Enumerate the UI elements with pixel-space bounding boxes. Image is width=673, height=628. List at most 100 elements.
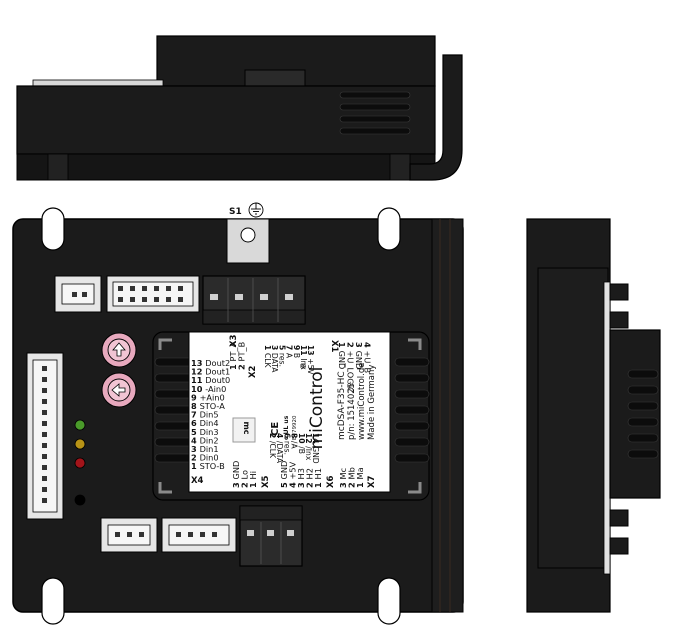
x5-pin-row: 1 Hi bbox=[248, 471, 258, 488]
x6-pin-row: 5 GND bbox=[279, 461, 289, 488]
x4-pin-row: 10 -Ain0 bbox=[191, 384, 226, 394]
x4-header-pin bbox=[42, 410, 47, 415]
connector-bottom-wide bbox=[161, 517, 237, 553]
x4-header-pin bbox=[42, 454, 47, 459]
x7-pin-row: 2 Mb bbox=[347, 467, 357, 488]
part-number: p/n: 1514025 bbox=[347, 383, 357, 440]
x2-pin-row: 10 /B bbox=[297, 433, 306, 454]
rotary-switch-1 bbox=[101, 332, 137, 368]
led-dark bbox=[74, 494, 86, 506]
x6-connector-label: X6 bbox=[326, 475, 336, 488]
x6-pin-row: 4 +5V bbox=[288, 461, 298, 488]
x2-pin-row: 3 DATA bbox=[270, 345, 279, 373]
x3-pin-row: 2 PT_B bbox=[237, 341, 247, 370]
x6-pin-row: 2 H2 bbox=[305, 468, 315, 488]
connector-top-plug bbox=[202, 275, 306, 325]
earth-ground-icon bbox=[248, 202, 264, 218]
side-view-pins bbox=[609, 283, 629, 555]
ce-mark: CE bbox=[270, 422, 281, 436]
x4-header-pin bbox=[42, 476, 47, 481]
brand-logo bbox=[232, 417, 256, 443]
origin: Made in Germany bbox=[367, 365, 377, 440]
status-leds bbox=[74, 419, 86, 506]
x4-pin-row: 4 Din2 bbox=[191, 435, 219, 445]
x5-pin-row: 3 GND bbox=[231, 461, 241, 488]
x4-connector-label: X4 bbox=[191, 476, 204, 486]
earth-tab-hole bbox=[240, 227, 256, 243]
x4-header-pin bbox=[42, 432, 47, 437]
x6-pin-row: 1 H1 bbox=[313, 468, 323, 488]
x4-header-pin bbox=[42, 421, 47, 426]
x4-pin-row: 8 STO-A bbox=[191, 401, 225, 411]
x4-pin-row: 11 Dout0 bbox=[191, 375, 230, 385]
x2-pin-row: 11 Inx bbox=[299, 345, 308, 370]
x4-pin-row: 1 STO-B bbox=[191, 461, 225, 471]
mounting-slots bbox=[41, 207, 401, 625]
side-view-strip bbox=[603, 281, 611, 575]
frame-vents-right bbox=[394, 357, 430, 463]
x2-pin-row: 13 +5V bbox=[306, 345, 315, 375]
rotary-switch-2 bbox=[101, 372, 137, 408]
x1-connector-label: X1 bbox=[329, 340, 339, 353]
x7-connector-label: X7 bbox=[367, 475, 377, 488]
x2-pin-row: 12 /Inx bbox=[304, 433, 313, 461]
x2-pin-row: 2 /CLK bbox=[268, 433, 277, 459]
frame-corners bbox=[158, 338, 422, 494]
x1-pin-row: 3 GND bbox=[354, 342, 364, 369]
x4-header-pin bbox=[42, 377, 47, 382]
x4-header-pin bbox=[42, 366, 47, 371]
top-view-base bbox=[16, 153, 436, 181]
website: www.miControl.de bbox=[357, 363, 367, 440]
x2-pin-row: 14 GND bbox=[311, 433, 320, 464]
x1-pin-row: 4 +U_B bbox=[363, 342, 373, 374]
x2-pin-row: 1 CLK bbox=[263, 345, 272, 368]
ul-file-number: E479920 bbox=[292, 415, 298, 440]
led-yellow bbox=[74, 438, 86, 450]
x2-pin-row: 5 res. bbox=[277, 345, 286, 367]
model-number: mcDSA-F35-HC bbox=[337, 371, 347, 440]
x4-header-pin bbox=[42, 487, 47, 492]
x1-pin-row: 2 +U_LOGIC bbox=[346, 342, 356, 393]
earth-terminal-label: S1 bbox=[229, 207, 242, 217]
connector-bottom-small bbox=[100, 517, 158, 553]
x4-header-pin bbox=[42, 443, 47, 448]
brand-name: miControl bbox=[307, 367, 327, 450]
x4-header-pin bbox=[42, 498, 47, 503]
x2-connector-label: X2 bbox=[248, 365, 258, 378]
x4-header-pin bbox=[42, 388, 47, 393]
x2-pin-row: 8 /A bbox=[290, 433, 299, 449]
x4-pin-row: 7 Din5 bbox=[191, 410, 219, 420]
x5-connector-label: X5 bbox=[261, 475, 271, 488]
x4-pin-row: 3 Din1 bbox=[191, 444, 219, 454]
x4-pin-row: 13 Dout2 bbox=[191, 358, 230, 368]
led-green bbox=[74, 419, 86, 431]
front-housing-edge bbox=[431, 218, 464, 613]
label-panel bbox=[188, 331, 391, 493]
connector-bottom-plug bbox=[239, 505, 303, 567]
top-view-bracket bbox=[409, 54, 463, 181]
side-view bbox=[526, 218, 661, 613]
side-view-plug bbox=[609, 329, 661, 499]
connector-top-header bbox=[106, 275, 200, 313]
connector-top-small bbox=[54, 275, 102, 313]
top-view-foot bbox=[389, 153, 411, 181]
brand-logo-text: mc bbox=[242, 421, 251, 434]
x7-pin-row: 3 Mc bbox=[338, 468, 348, 488]
x3-pin-row: 1 PT_A bbox=[228, 341, 238, 370]
x2-pin-row: 4 /DATA bbox=[275, 433, 284, 464]
x2-pin-row: 9 B bbox=[292, 345, 301, 358]
x4-header-pin bbox=[42, 399, 47, 404]
connector-left-long bbox=[26, 352, 64, 520]
frame-vents-left bbox=[154, 357, 196, 463]
x2-pin-row: 7 A bbox=[285, 345, 294, 359]
x6-pin-row: 3 H3 bbox=[296, 468, 306, 488]
x7-pin-row: 1 Ma bbox=[355, 467, 365, 488]
top-view-vents bbox=[339, 91, 411, 135]
led-red bbox=[74, 457, 86, 469]
brand-registered: ® bbox=[299, 362, 308, 370]
x4-pin-row: 2 Din0 bbox=[191, 453, 219, 463]
x4-pin-row: 12 Dout1 bbox=[191, 367, 230, 377]
x4-header-pin bbox=[42, 465, 47, 470]
x4-pin-row: 5 Din3 bbox=[191, 427, 219, 437]
